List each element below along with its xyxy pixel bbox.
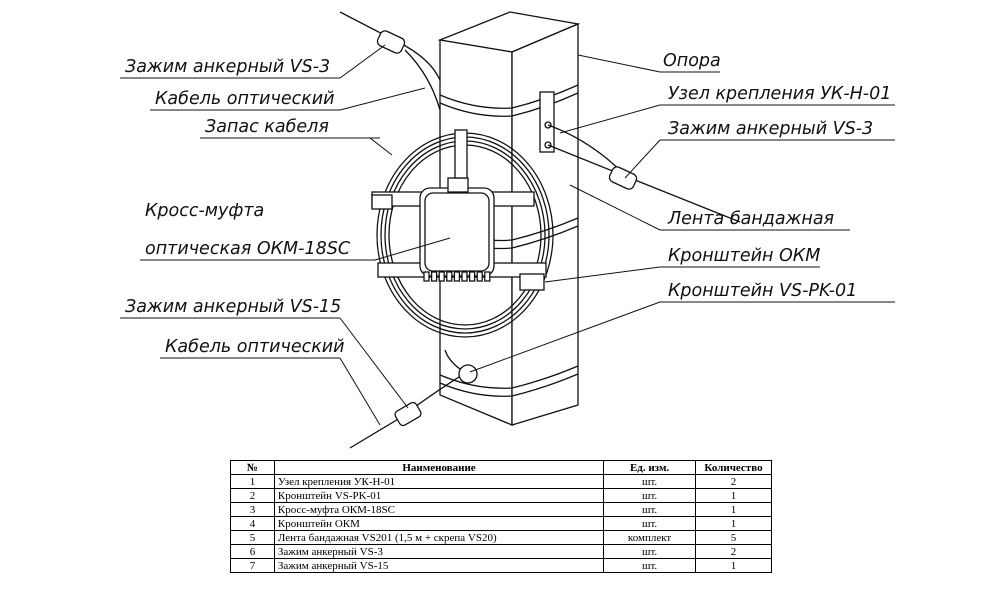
label-cable-reserve: Запас кабеля: [205, 117, 329, 137]
cell-number: 4: [230, 516, 275, 531]
closure-port: [476, 271, 483, 282]
closure-port: [453, 271, 461, 282]
header-unit: Ед. изм.: [603, 460, 696, 475]
table-header-row: № Наименование Ед. изм. Количество: [230, 460, 772, 475]
closure-port: [438, 271, 445, 282]
cell-name: Лента бандажная VS201 (1,5 м + скрепа VS…: [273, 530, 605, 545]
cell-quantity: 1: [695, 516, 772, 531]
table-row: 1 Узел крепления УК-Н-01 шт. 2: [230, 474, 772, 489]
cell-quantity: 2: [695, 474, 772, 489]
cell-quantity: 2: [695, 544, 772, 559]
label-clamp-vs3-right: Зажим анкерный VS-3: [668, 119, 873, 139]
cell-unit: шт.: [603, 502, 696, 517]
header-name: Наименование: [273, 460, 605, 475]
cell-name: Зажим анкерный VS-3: [273, 544, 605, 559]
cell-number: 3: [230, 502, 275, 517]
cell-number: 7: [230, 558, 275, 573]
installation-diagram: Зажим анкерный VS-3 Кабель оптический За…: [120, 11, 895, 449]
leader-lines: [120, 44, 895, 426]
anchor-clamps: [376, 30, 638, 427]
label-cable-top: Кабель оптический: [155, 89, 335, 109]
cell-number: 6: [230, 544, 275, 559]
cell-unit: шт.: [603, 474, 696, 489]
label-clamp-vs3-left: Зажим анкерный VS-3: [125, 57, 330, 77]
closure-port: [468, 271, 476, 282]
closure-port: [430, 271, 438, 282]
cell-name: Зажим анкерный VS-15: [273, 558, 605, 573]
cell-unit: шт.: [603, 488, 696, 503]
label-closure-line1: Кросс-муфта: [145, 201, 264, 221]
table-row: 3 Кросс-муфта ОКМ-18SC шт. 1: [230, 502, 772, 517]
cell-quantity: 5: [695, 530, 772, 545]
cell-quantity: 1: [695, 502, 772, 517]
label-band-tape: Лента бандажная: [667, 209, 834, 229]
cell-number: 1: [230, 474, 275, 489]
table-row: 7 Зажим анкерный VS-15 шт. 1: [230, 558, 772, 573]
cell-quantity: 1: [695, 558, 772, 573]
label-cable-bottom: Кабель оптический: [165, 337, 345, 357]
cell-unit: шт.: [603, 558, 696, 573]
label-closure-line2: оптическая ОКМ-18SC: [145, 239, 351, 259]
header-number: №: [230, 460, 275, 475]
band-tape: [439, 84, 579, 397]
cell-quantity: 1: [695, 488, 772, 503]
label-mount-node: Узел крепления УК-Н-01: [668, 84, 891, 104]
header-quantity: Количество: [695, 460, 772, 475]
cell-name: Узел крепления УК-Н-01: [273, 474, 605, 489]
cell-name: Кронштейн VS-PK-01: [273, 488, 605, 503]
label-clamp-vs15: Зажим анкерный VS-15: [125, 297, 341, 317]
cell-unit: шт.: [603, 516, 696, 531]
closure-port: [446, 271, 453, 282]
table-row: 2 Кронштейн VS-PK-01 шт. 1: [230, 488, 772, 503]
cross-closure-okm18sc: [419, 129, 495, 282]
cell-number: 2: [230, 488, 275, 503]
label-bracket-vs: Кронштейн VS-PK-01: [668, 281, 857, 301]
table-row: 5 Лента бандажная VS201 (1,5 м + скрепа …: [230, 530, 772, 545]
cell-name: Кронштейн ОКМ: [273, 516, 605, 531]
closure-port: [461, 271, 468, 282]
table-row: 4 Кронштейн ОКМ шт. 1: [230, 516, 772, 531]
label-bracket-okm: Кронштейн ОКМ: [668, 246, 820, 266]
cell-number: 5: [230, 530, 275, 545]
specification-table: № Наименование Ед. изм. Количество 1 Узе…: [230, 460, 772, 573]
closure-port: [423, 271, 430, 282]
cell-unit: комплект: [603, 530, 696, 545]
cell-unit: шт.: [603, 544, 696, 559]
mount-node: [539, 91, 555, 153]
closure-port: [484, 271, 491, 282]
table-row: 6 Зажим анкерный VS-3 шт. 2: [230, 544, 772, 559]
cell-name: Кросс-муфта ОКМ-18SC: [273, 502, 605, 517]
label-pole: Опора: [663, 51, 721, 71]
